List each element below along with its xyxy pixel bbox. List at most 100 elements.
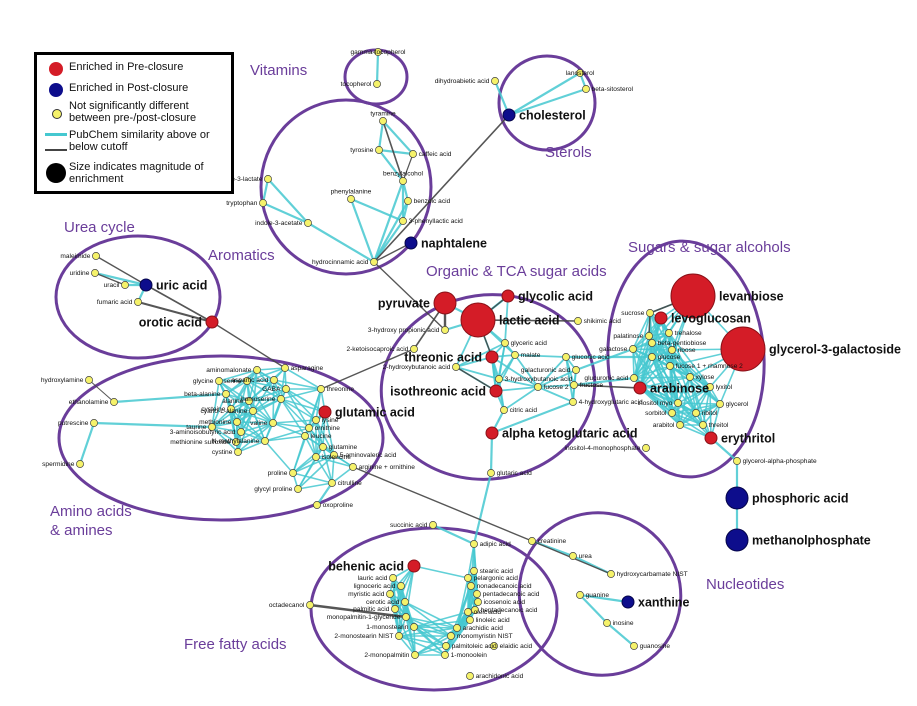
- node-tocopherol[interactable]: [373, 80, 381, 88]
- node-3-phenyllactic[interactable]: [399, 217, 407, 225]
- node-stearic[interactable]: [470, 567, 478, 575]
- node-levanbiose[interactable]: [670, 273, 716, 319]
- node-leucine[interactable]: [301, 432, 309, 440]
- node-beta-alanine[interactable]: [222, 390, 230, 398]
- node-hydroxylamine[interactable]: [85, 376, 93, 384]
- node-tyrosine[interactable]: [375, 146, 383, 154]
- node-arabinose[interactable]: [633, 381, 647, 395]
- node-glutaric[interactable]: [487, 469, 495, 477]
- node-fucose1[interactable]: [666, 362, 674, 370]
- node-galactose[interactable]: [629, 345, 637, 353]
- node-arachidic[interactable]: [453, 624, 461, 632]
- node-isoleucine[interactable]: [312, 453, 320, 461]
- node-ethanolamine[interactable]: [110, 398, 118, 406]
- node-lanosterol[interactable]: [576, 69, 584, 77]
- node-cystine[interactable]: [234, 448, 242, 456]
- node-dihydroabietic[interactable]: [491, 77, 499, 85]
- node-ribose[interactable]: [668, 346, 676, 354]
- node-glycerol[interactable]: [716, 400, 724, 408]
- node-pyruvate[interactable]: [433, 291, 457, 315]
- node-sucrose[interactable]: [646, 309, 654, 317]
- node-proline[interactable]: [289, 469, 297, 477]
- node-gaba[interactable]: [282, 385, 290, 393]
- node-glucuronic[interactable]: [630, 374, 638, 382]
- node-3-hydroxypropionic[interactable]: [441, 326, 449, 334]
- node-pentadecanoic[interactable]: [473, 590, 481, 598]
- node-glutamine[interactable]: [319, 443, 327, 451]
- node-alanine[interactable]: [245, 397, 253, 405]
- node-2-monostearin[interactable]: [395, 632, 403, 640]
- node-threonic[interactable]: [485, 350, 499, 364]
- node-aspartic[interactable]: [270, 376, 278, 384]
- node-myristic[interactable]: [386, 590, 394, 598]
- node-methionine-sulfoxide[interactable]: [232, 438, 240, 446]
- node-glutamic[interactable]: [318, 405, 332, 419]
- node-icosenoic[interactable]: [474, 598, 482, 606]
- node-glucose[interactable]: [648, 353, 656, 361]
- node-inositol-4-mp[interactable]: [642, 444, 650, 452]
- node-glycerol-3-galactoside[interactable]: [720, 326, 766, 372]
- node-arginine-ornithine[interactable]: [349, 463, 357, 471]
- node-methanolphosphate[interactable]: [725, 528, 749, 552]
- node-serine[interactable]: [243, 377, 251, 385]
- node-tryptophan[interactable]: [259, 199, 267, 207]
- node-sorbitol[interactable]: [668, 409, 676, 417]
- node-1-monoolein[interactable]: [441, 651, 449, 659]
- node-putrescine[interactable]: [90, 419, 98, 427]
- node-citrulline[interactable]: [328, 479, 336, 487]
- node-beta-gentiobiose[interactable]: [648, 339, 656, 347]
- node-monomyristin[interactable]: [447, 632, 455, 640]
- node-alpha-keto[interactable]: [485, 426, 499, 440]
- node-octadecanol[interactable]: [306, 601, 314, 609]
- node-gamma-tocopherol[interactable]: [374, 48, 382, 56]
- node-cerotic[interactable]: [401, 598, 409, 606]
- node-inositol[interactable]: [674, 399, 682, 407]
- node-2-hydroxybutanoic[interactable]: [452, 363, 460, 371]
- node-behenic[interactable]: [407, 559, 421, 573]
- node-oleic[interactable]: [464, 608, 472, 616]
- node-cysteine[interactable]: [227, 405, 235, 413]
- node-shikimic[interactable]: [574, 317, 582, 325]
- node-glycolic[interactable]: [501, 289, 515, 303]
- node-lysine[interactable]: [312, 416, 320, 424]
- node-benzoic[interactable]: [404, 197, 412, 205]
- node-isothreonic[interactable]: [489, 384, 503, 398]
- node-indole-3-lactate[interactable]: [264, 175, 272, 183]
- node-lauric[interactable]: [389, 574, 397, 582]
- node-ribitol[interactable]: [692, 409, 700, 417]
- node-cholesterol[interactable]: [502, 108, 516, 122]
- node-trehalose[interactable]: [665, 329, 673, 337]
- node-n-methylalanine[interactable]: [261, 437, 269, 445]
- node-asparagine[interactable]: [281, 364, 289, 372]
- node-lignoceric[interactable]: [397, 582, 405, 590]
- node-tyramine[interactable]: [379, 117, 387, 125]
- node-levoglucosan[interactable]: [654, 311, 668, 325]
- node-beta-sitosterol[interactable]: [582, 85, 590, 93]
- node-3-aminoisobutyric[interactable]: [237, 428, 245, 436]
- node-4-hydroxyglutaric[interactable]: [569, 398, 577, 406]
- node-xanthine[interactable]: [621, 595, 635, 609]
- node-maleimide[interactable]: [92, 252, 100, 260]
- node-fucose2[interactable]: [534, 383, 542, 391]
- node-galacturonic[interactable]: [572, 366, 580, 374]
- node-citric[interactable]: [500, 406, 508, 414]
- node-inosine[interactable]: [603, 619, 611, 627]
- node-phosphoric[interactable]: [725, 486, 749, 510]
- node-2-monopalmitin[interactable]: [411, 651, 419, 659]
- node-glycerol-alpha-p[interactable]: [733, 457, 741, 465]
- node-benzylalcohol[interactable]: [399, 177, 407, 185]
- node-fructose[interactable]: [570, 381, 578, 389]
- node-homoserine[interactable]: [277, 395, 285, 403]
- node-threitol[interactable]: [699, 421, 707, 429]
- node-hydrocinnamic[interactable]: [370, 258, 378, 266]
- node-palmitoleic[interactable]: [442, 642, 450, 650]
- node-5-aminovaleric[interactable]: [330, 451, 338, 459]
- node-3-hydroxybutanoic[interactable]: [495, 375, 503, 383]
- node-uracil[interactable]: [121, 281, 129, 289]
- node-phenylalanine[interactable]: [347, 195, 355, 203]
- node-monopalmitin-1[interactable]: [402, 613, 410, 621]
- node-guanosine[interactable]: [630, 642, 638, 650]
- node-cyano-alanine[interactable]: [249, 407, 257, 415]
- node-urea[interactable]: [569, 552, 577, 560]
- node-glycine[interactable]: [215, 377, 223, 385]
